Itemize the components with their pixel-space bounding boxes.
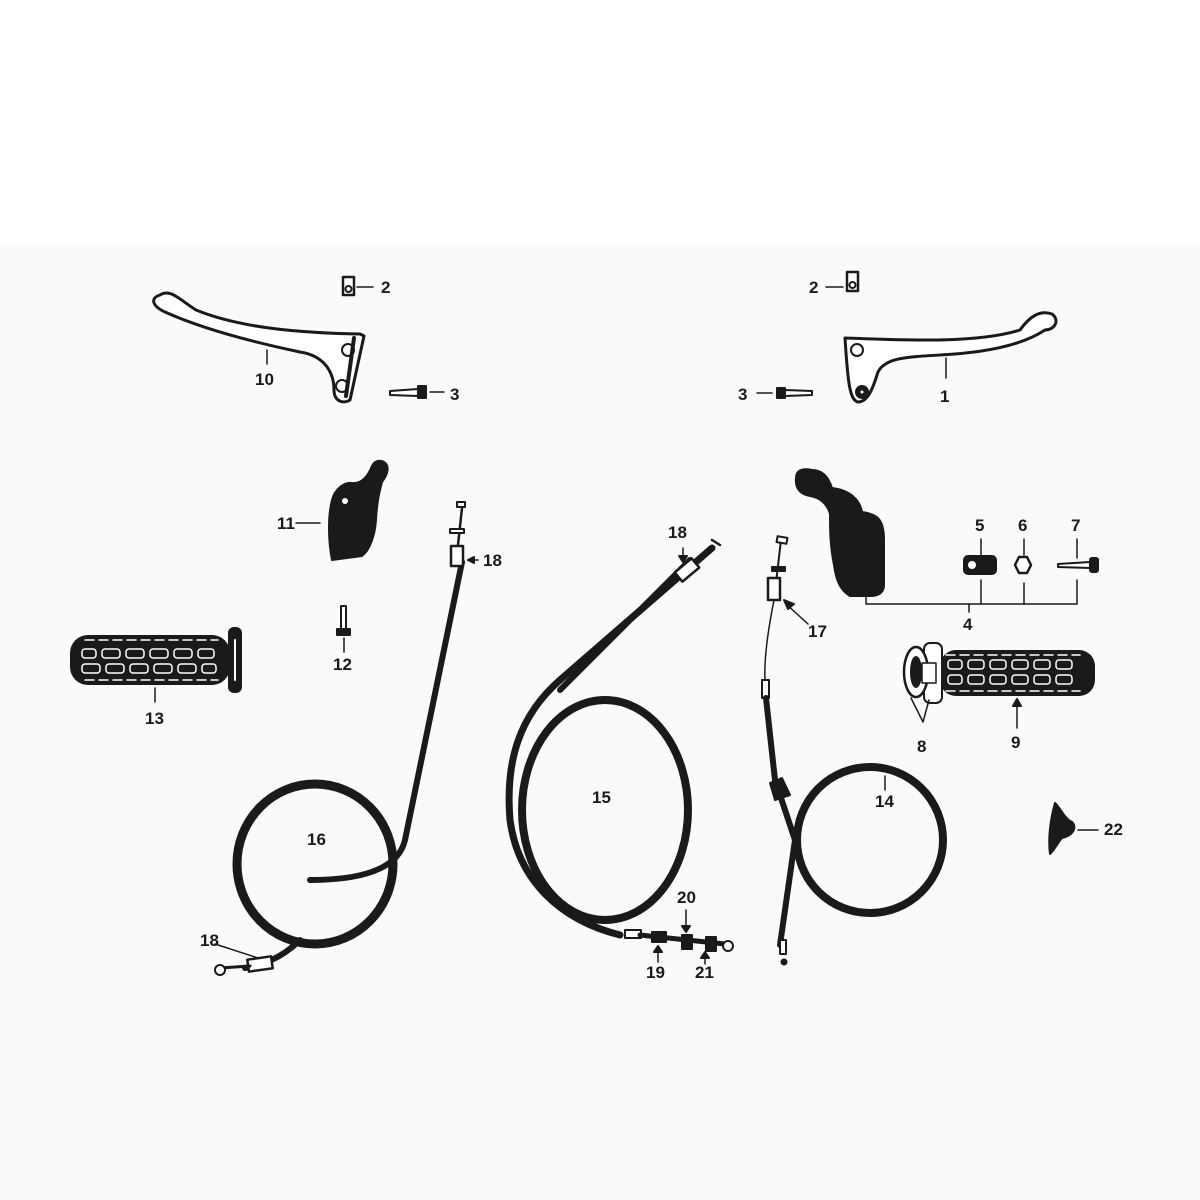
callout-10: 10 (255, 370, 274, 389)
right-holder-assembly-4 (794, 468, 1099, 613)
callout-7: 7 (1071, 516, 1081, 535)
callout-5: 5 (975, 516, 985, 535)
bolt-3-left (389, 385, 445, 399)
callout-9: 9 (1011, 733, 1021, 752)
callout-1: 1 (940, 387, 950, 406)
bolt-12 (336, 605, 351, 653)
callout-6: 6 (1018, 516, 1028, 535)
left-lever-10 (152, 291, 366, 404)
diagram-background (0, 245, 1200, 1200)
callout-18-bottom: 18 (200, 931, 219, 950)
callout-12: 12 (333, 655, 352, 674)
callout-11: 11 (277, 514, 295, 533)
right-grip-9 (902, 642, 1095, 729)
callout-3-left: 3 (450, 385, 460, 404)
callout-2-right: 2 (809, 278, 819, 297)
callout-2-left: 2 (381, 278, 391, 297)
grommet-22 (1048, 802, 1099, 855)
bushing-2-right (825, 270, 860, 293)
callout-22: 22 (1104, 820, 1123, 839)
callout-13: 13 (145, 709, 164, 728)
callout-14: 14 (875, 792, 894, 811)
callout-19: 19 (646, 963, 665, 982)
callout-8: 8 (917, 737, 927, 756)
callout-16: 16 (307, 830, 326, 849)
left-holder-11 (295, 459, 389, 561)
left-grip-13 (70, 627, 242, 703)
callout-20: 20 (677, 888, 696, 907)
callout-4: 4 (963, 615, 973, 634)
callout-3-right: 3 (738, 385, 748, 404)
brake-cable-14 (761, 535, 947, 966)
callout-17: 17 (808, 622, 827, 641)
callout-18-middle: 18 (668, 523, 687, 542)
clutch-cable-16 (214, 501, 479, 976)
callout-21: 21 (695, 963, 714, 982)
callout-18-top-left: 18 (483, 551, 502, 570)
right-lever-1 (843, 311, 1058, 404)
bushing-2-left (341, 275, 374, 297)
throttle-cable-15 (505, 538, 734, 965)
callout-15: 15 (592, 788, 611, 807)
bolt-3-right (756, 387, 813, 399)
